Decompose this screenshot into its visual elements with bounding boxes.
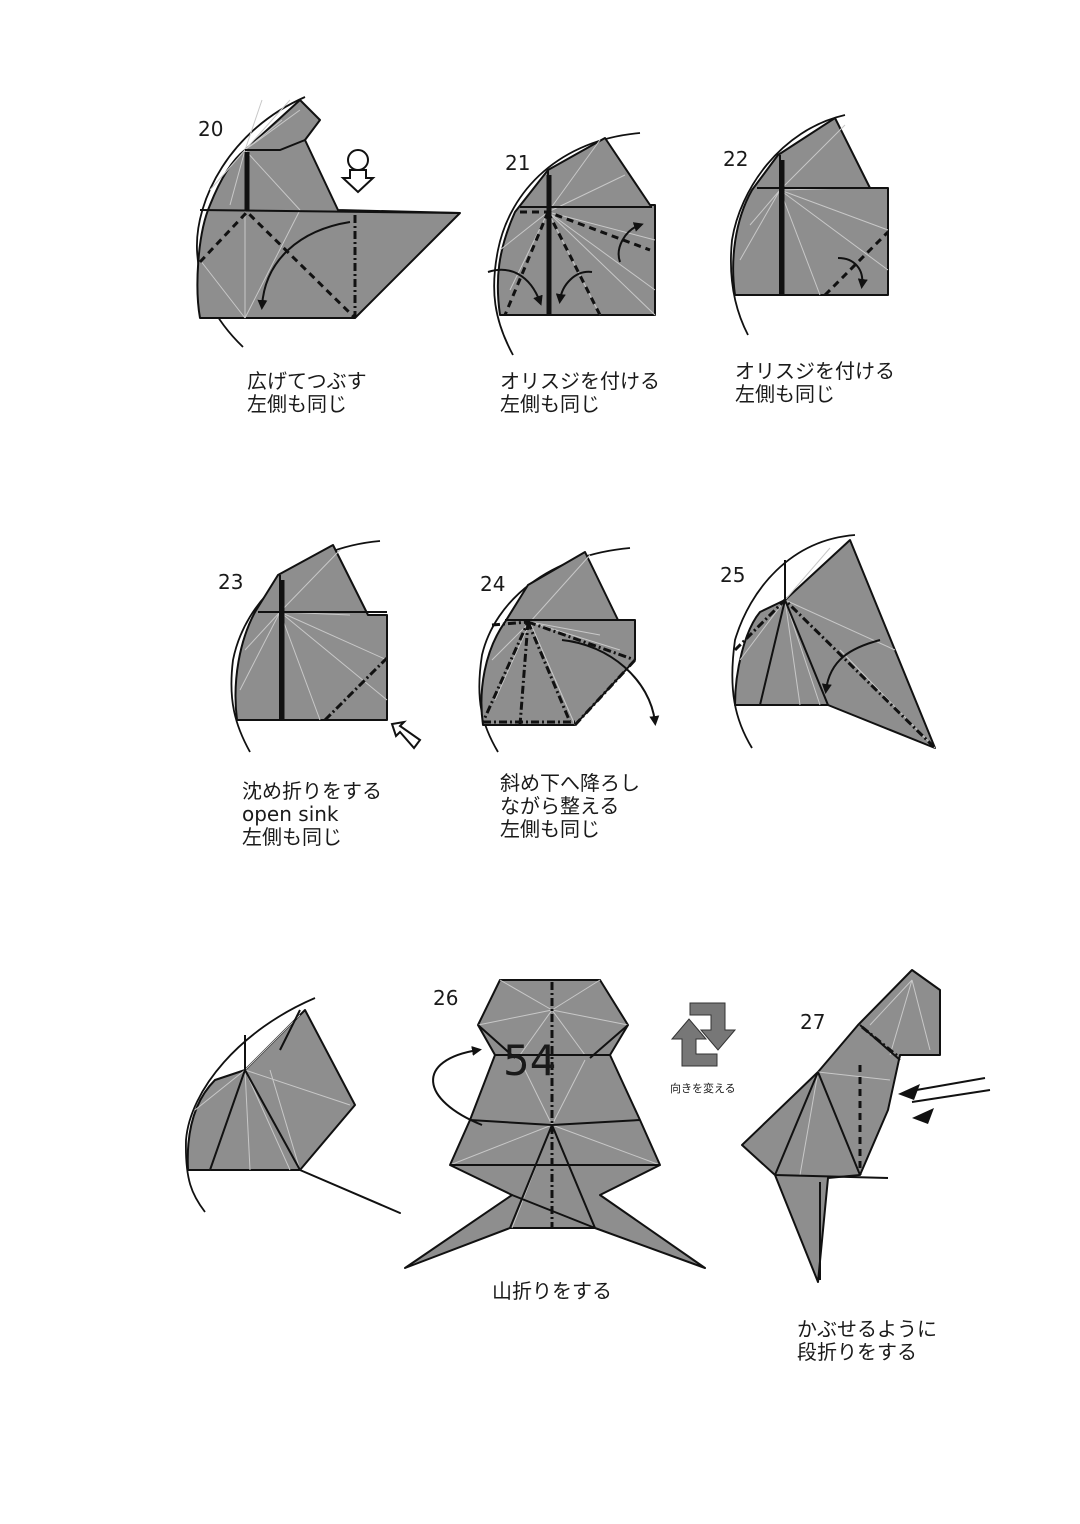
- step-27-figure: [741, 969, 991, 1283]
- step-intermediate-figure: [185, 997, 401, 1214]
- rotate-icon: [670, 1002, 737, 1067]
- push-arrow-icon: [340, 149, 376, 194]
- step-number: 25: [720, 563, 746, 587]
- step-caption: かぶせるように 段折りをする: [797, 1317, 937, 1364]
- step-caption: 沈め折りをする open sink 左側も同じ: [242, 779, 382, 849]
- step-caption: 山折りをする: [492, 1279, 612, 1303]
- step-number: 21: [505, 151, 531, 175]
- step-caption: オリスジを付ける 左側も同じ: [500, 369, 660, 416]
- step-21-figure: [487, 132, 656, 356]
- rotate-caption: 向きを変える: [670, 1082, 736, 1095]
- step-caption: 斜め下へ降ろし ながら整える 左側も同じ: [500, 771, 640, 841]
- step-number: 22: [723, 147, 749, 171]
- step-24-figure: [478, 547, 660, 753]
- step-caption: 広げてつぶす 左側も同じ: [247, 369, 367, 416]
- step-number: 24: [480, 572, 506, 596]
- step-22-figure: [729, 114, 890, 336]
- page-number: 54: [503, 1036, 557, 1085]
- step-26-figure: [404, 979, 706, 1269]
- step-number: 23: [218, 570, 244, 594]
- step-25-figure: [731, 534, 937, 750]
- step-number: 20: [198, 117, 224, 141]
- step-number: 27: [800, 1010, 826, 1034]
- step-number: 26: [433, 986, 459, 1010]
- sink-arrow-icon: [390, 720, 422, 750]
- step-23-figure: [230, 540, 422, 753]
- step-caption: オリスジを付ける 左側も同じ: [735, 359, 895, 406]
- step-20-figure: [196, 96, 461, 348]
